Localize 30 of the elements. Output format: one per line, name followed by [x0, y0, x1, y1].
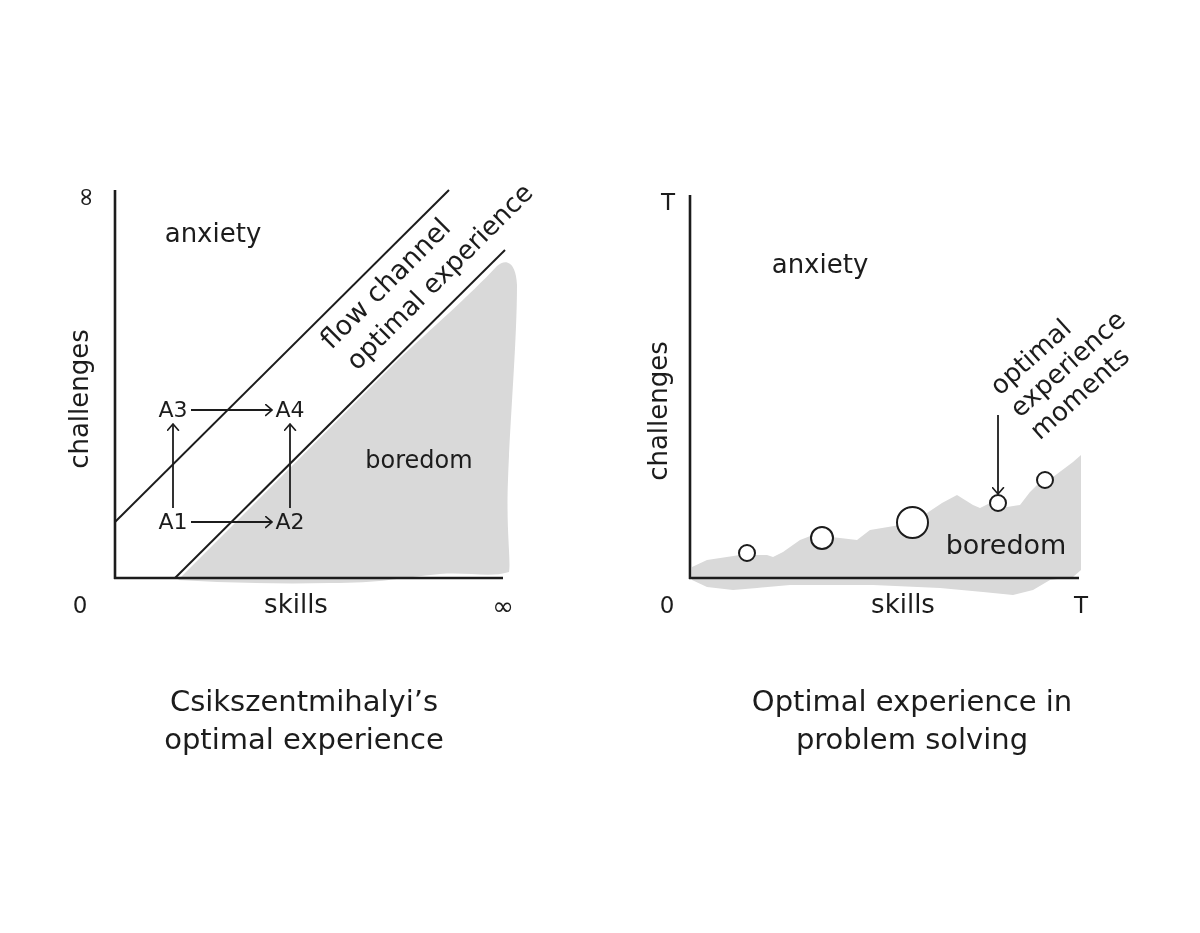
- arrow: [283, 423, 297, 509]
- circle-marker: [810, 526, 834, 550]
- region-label: anxiety: [771, 250, 869, 280]
- axis-max-label: ∞: [71, 186, 101, 208]
- state-label: A3: [155, 396, 191, 424]
- arrow: [166, 423, 180, 509]
- state-label: A1: [155, 508, 191, 536]
- figure-caption: Optimal experience in problem solving: [750, 683, 1074, 758]
- axis-title: challenges: [65, 329, 95, 469]
- axis-title: challenges: [644, 341, 674, 481]
- circle-marker: [738, 544, 756, 562]
- state-label: A4: [272, 396, 308, 424]
- circle-marker: [989, 494, 1007, 512]
- leader-arrow: [991, 414, 1005, 495]
- arrow: [190, 403, 273, 417]
- region-label: boredom: [365, 447, 473, 475]
- arrow: [190, 515, 273, 529]
- axis-title: skills: [264, 590, 328, 620]
- region-label: anxiety: [164, 219, 262, 249]
- axis-max-label: T: [1073, 591, 1089, 619]
- circle-marker: [895, 505, 929, 539]
- state-label: A2: [272, 508, 308, 536]
- axis-origin-label: 0: [72, 591, 88, 619]
- axis-title: skills: [871, 590, 935, 620]
- axis-origin-label: 0: [659, 591, 675, 619]
- axis-max-label: T: [660, 188, 676, 216]
- figure-caption: Csikszentmihalyi’s optimal experience: [163, 683, 445, 758]
- region-label: boredom: [945, 529, 1067, 561]
- circle-marker: [1036, 471, 1054, 489]
- axis-max-label: ∞: [492, 592, 514, 622]
